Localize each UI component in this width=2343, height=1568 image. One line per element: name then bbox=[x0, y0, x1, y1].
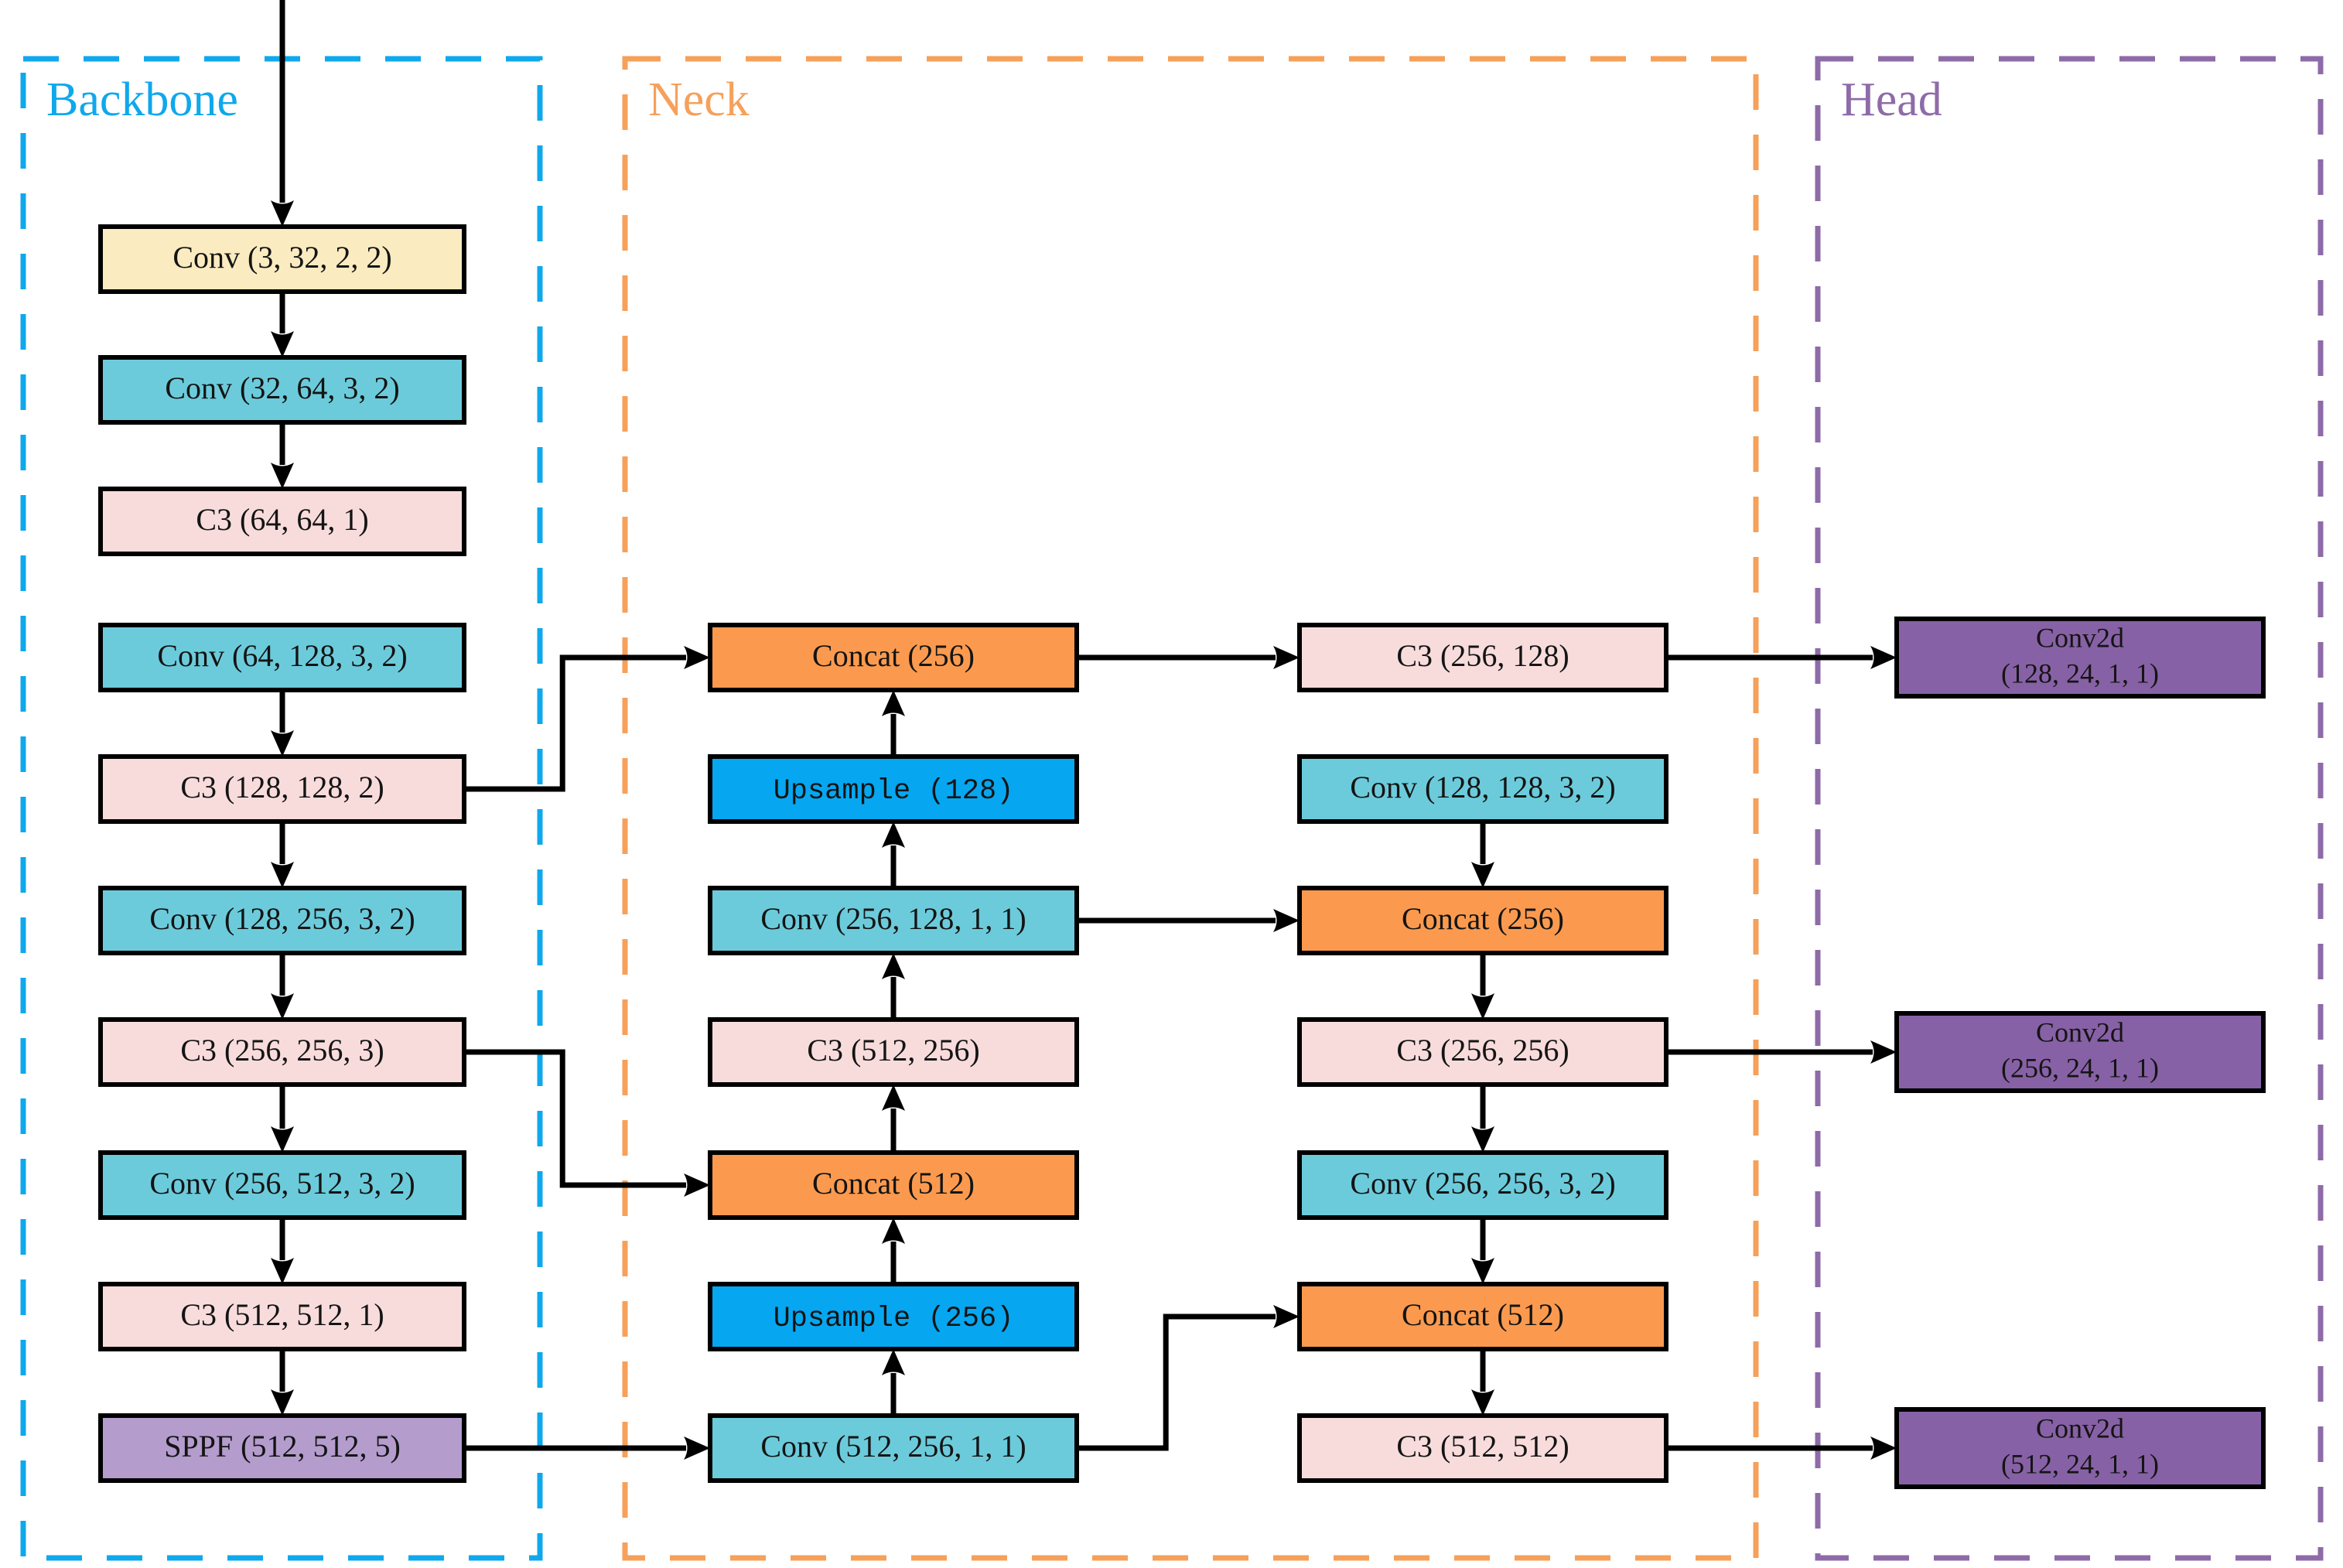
nodes-layer: Conv (3, 32, 2, 2) Conv (32, 64, 3, 2) C3 … bbox=[98, 224, 2266, 1489]
edge-e-b7-n5 bbox=[464, 1049, 686, 1188]
node-n7[interactable]: Conv (512, 256, 1, 1) bbox=[708, 1413, 1079, 1483]
node-b4[interactable]: Conv (64, 128, 3, 2) bbox=[98, 623, 466, 692]
edge-e-p1-h1-head bbox=[1870, 646, 1897, 669]
node-b5[interactable]: C3 (128, 128, 2) bbox=[98, 754, 466, 824]
node-box-n1[interactable] bbox=[708, 623, 1079, 692]
node-n4[interactable]: C3 (512, 256) bbox=[708, 1017, 1079, 1087]
edge-e-p4-p5-head bbox=[1471, 1126, 1494, 1153]
group-titles-layer: Backbone Neck Head bbox=[46, 73, 1942, 126]
node-b1[interactable]: Conv (3, 32, 2, 2) bbox=[98, 224, 466, 294]
node-box-p3[interactable] bbox=[1297, 886, 1668, 955]
node-box-b7[interactable] bbox=[98, 1017, 466, 1087]
group-frame-head bbox=[1815, 56, 2324, 1561]
edge-e-b5-n1-head bbox=[684, 646, 710, 669]
node-b7[interactable]: C3 (256, 256, 3) bbox=[98, 1017, 466, 1087]
node-b8[interactable]: Conv (256, 512, 3, 2) bbox=[98, 1150, 466, 1220]
group-title-head: Head bbox=[1841, 73, 1942, 126]
node-box-p2[interactable] bbox=[1297, 754, 1668, 824]
group-title-backbone: Backbone bbox=[46, 73, 238, 126]
node-p6[interactable]: Concat (512) bbox=[1297, 1282, 1668, 1351]
group-title-neck: Neck bbox=[648, 73, 750, 126]
node-p5[interactable]: Conv (256, 256, 3, 2) bbox=[1297, 1150, 1668, 1220]
edge-e-p2-p3-head bbox=[1471, 862, 1494, 888]
edge-e-n5-n4-head bbox=[882, 1085, 905, 1111]
node-box-n3[interactable] bbox=[708, 886, 1079, 955]
edge-e-n7-n6-head bbox=[882, 1349, 905, 1375]
node-box-p7[interactable] bbox=[1297, 1413, 1668, 1483]
node-h2[interactable]: Conv2d(256, 24, 1, 1) bbox=[1894, 1011, 2266, 1093]
edge-e-b5-n1 bbox=[464, 654, 686, 792]
edge-e-n2-n1-head bbox=[882, 690, 905, 716]
edge-e-b5-b6-head bbox=[271, 862, 294, 888]
node-box-b5[interactable] bbox=[98, 754, 466, 824]
edge-e-p5-p6-head bbox=[1471, 1258, 1494, 1284]
node-box-b1[interactable] bbox=[98, 224, 466, 294]
node-box-n7[interactable] bbox=[708, 1413, 1079, 1483]
edge-e-n4-n3-head bbox=[882, 953, 905, 979]
node-b10[interactable]: SPPF (512, 512, 5) bbox=[98, 1413, 466, 1483]
node-box-b10[interactable] bbox=[98, 1413, 466, 1483]
node-b9[interactable]: C3 (512, 512, 1) bbox=[98, 1282, 466, 1351]
edge-e-b8-b9-head bbox=[271, 1258, 294, 1284]
node-h1[interactable]: Conv2d(128, 24, 1, 1) bbox=[1894, 617, 2266, 699]
node-p2[interactable]: Conv (128, 128, 3, 2) bbox=[1297, 754, 1668, 824]
edge-input-arrow bbox=[271, 200, 294, 227]
node-box-p4[interactable] bbox=[1297, 1017, 1668, 1087]
edge-e-b1-b2-head bbox=[271, 331, 294, 357]
edge-e-b7-b8-head bbox=[271, 1126, 294, 1153]
node-box-h1[interactable] bbox=[1894, 617, 2266, 699]
node-n1[interactable]: Concat (256) bbox=[708, 623, 1079, 692]
node-b6[interactable]: Conv (128, 256, 3, 2) bbox=[98, 886, 466, 955]
node-p3[interactable]: Concat (256) bbox=[1297, 886, 1668, 955]
node-box-n6[interactable] bbox=[708, 1282, 1079, 1351]
edge-e-b6-b7-head bbox=[271, 993, 294, 1020]
node-n2[interactable]: Upsample (128) bbox=[708, 754, 1079, 824]
edges-layer bbox=[271, 0, 1897, 1460]
edge-e-b9-b10-head bbox=[271, 1389, 294, 1416]
node-n5[interactable]: Concat (512) bbox=[708, 1150, 1079, 1220]
node-box-n4[interactable] bbox=[708, 1017, 1079, 1087]
edge-e-p4-h2-head bbox=[1870, 1040, 1897, 1064]
node-box-h2[interactable] bbox=[1894, 1011, 2266, 1093]
edge-e-n7-p6-head bbox=[1273, 1305, 1300, 1328]
node-box-h3[interactable] bbox=[1894, 1407, 2266, 1489]
node-box-p5[interactable] bbox=[1297, 1150, 1668, 1220]
edge-e-p3-p4-head bbox=[1471, 993, 1494, 1020]
edge-e-b10-n7-head bbox=[684, 1436, 710, 1460]
node-box-b4[interactable] bbox=[98, 623, 466, 692]
edge-e-n6-n5-head bbox=[882, 1218, 905, 1244]
edge-e-b2-b3-head bbox=[271, 463, 294, 489]
edge-e-p6-p7-head bbox=[1471, 1389, 1494, 1416]
edge-e-p7-h3-head bbox=[1870, 1436, 1897, 1460]
node-box-b3[interactable] bbox=[98, 487, 466, 556]
node-n3[interactable]: Conv (256, 128, 1, 1) bbox=[708, 886, 1079, 955]
node-box-b2[interactable] bbox=[98, 355, 466, 425]
node-box-n2[interactable] bbox=[708, 754, 1079, 824]
node-box-b6[interactable] bbox=[98, 886, 466, 955]
node-p4[interactable]: C3 (256, 256) bbox=[1297, 1017, 1668, 1087]
edge-e-b7-n5-head bbox=[684, 1173, 710, 1197]
node-box-b9[interactable] bbox=[98, 1282, 466, 1351]
edge-e-n3-n2-head bbox=[882, 822, 905, 848]
node-p1[interactable]: C3 (256, 128) bbox=[1297, 623, 1668, 692]
node-b3[interactable]: C3 (64, 64, 1) bbox=[98, 487, 466, 556]
node-n6[interactable]: Upsample (256) bbox=[708, 1282, 1079, 1351]
node-p7[interactable]: C3 (512, 512) bbox=[1297, 1413, 1668, 1483]
node-box-b8[interactable] bbox=[98, 1150, 466, 1220]
edge-e-n1-p1-head bbox=[1273, 646, 1300, 669]
edge-e-n7-p6 bbox=[1077, 1313, 1276, 1451]
node-box-p1[interactable] bbox=[1297, 623, 1668, 692]
node-box-p6[interactable] bbox=[1297, 1282, 1668, 1351]
node-b2[interactable]: Conv (32, 64, 3, 2) bbox=[98, 355, 466, 425]
edge-e-b4-b5-head bbox=[271, 730, 294, 757]
group-frame-neck bbox=[622, 56, 1759, 1561]
edge-e-n3-p3-head bbox=[1273, 909, 1300, 932]
node-box-n5[interactable] bbox=[708, 1150, 1079, 1220]
node-h3[interactable]: Conv2d(512, 24, 1, 1) bbox=[1894, 1407, 2266, 1489]
